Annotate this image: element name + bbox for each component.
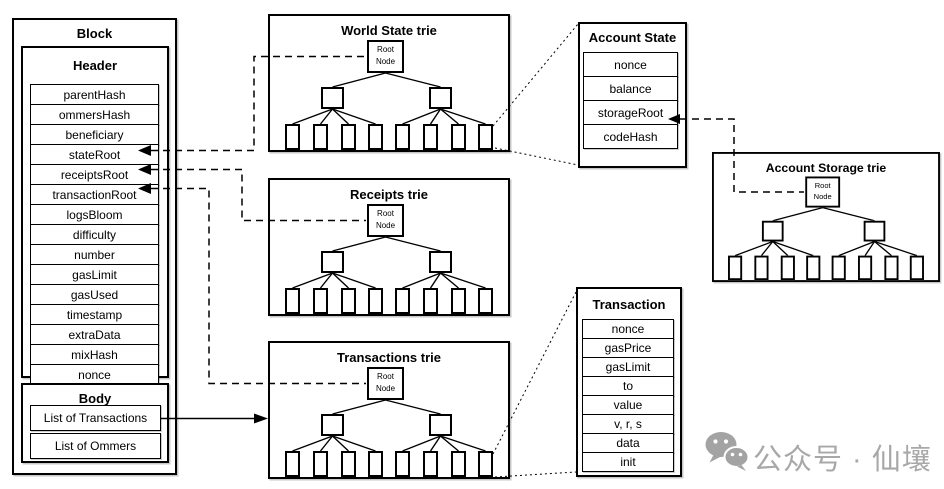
leaf-node	[285, 451, 300, 477]
account-state-field: codeHash	[583, 124, 678, 149]
root-node: Root Node	[367, 40, 404, 73]
body-item-ommers: List of Ommers	[30, 433, 161, 459]
leaf-node	[780, 255, 795, 281]
leaf-node	[423, 288, 438, 314]
account-state-field: balance	[583, 76, 678, 101]
transaction-field: nonce	[582, 319, 674, 339]
account-storage-trie: Account Storage trie Root Node	[712, 152, 940, 282]
leaf-node	[285, 124, 300, 150]
header-field-row: gasLimit	[30, 264, 159, 285]
transaction-field: gasPrice	[582, 338, 674, 358]
transaction-field: gasLimit	[582, 357, 674, 377]
leaf-node	[368, 288, 383, 314]
header-field-row: nonce	[30, 364, 159, 385]
header-field-row: parentHash	[30, 84, 159, 105]
leaf-node	[909, 255, 924, 281]
transaction-field: init	[582, 452, 674, 472]
header-field-row: beneficiary	[30, 124, 159, 145]
root-node: Root Node	[805, 176, 841, 208]
tree-edges	[734, 206, 918, 257]
leaf-node	[313, 124, 328, 150]
account-state-field: nonce	[583, 52, 678, 77]
leaf-node	[478, 288, 493, 314]
header-field-row-transactionroot: transactionRoot	[30, 184, 159, 205]
header-field-row: gasUsed	[30, 284, 159, 305]
world-state-trie: World State trie Root Node	[268, 14, 510, 152]
receipts-trie: Receipts trie Root Node	[268, 178, 510, 316]
leaf-node	[423, 451, 438, 477]
leaf-node	[754, 255, 769, 281]
leaf-node	[341, 451, 356, 477]
branch-node	[321, 251, 344, 273]
tree-edges	[292, 399, 486, 452]
transaction-fields: nonce gasPrice gasLimit to value v, r, s…	[582, 319, 674, 472]
leaf-node	[858, 255, 873, 281]
transaction-field: value	[582, 395, 674, 415]
branch-node	[429, 87, 452, 109]
header-field-row: number	[30, 244, 159, 265]
leaf-node	[368, 124, 383, 150]
branch-node	[321, 87, 344, 109]
leaf-node	[395, 288, 410, 314]
root-node: Root Node	[367, 204, 404, 237]
root-node: Root Node	[367, 367, 404, 400]
wechat-icon	[705, 432, 749, 471]
leaf-node	[395, 451, 410, 477]
leaf-node	[313, 288, 328, 314]
leaf-node	[884, 255, 899, 281]
block-title: Block	[76, 26, 113, 41]
header-title: Header	[72, 58, 118, 73]
list-of-transactions-arrowhead	[254, 413, 268, 424]
leaf-node	[728, 255, 743, 281]
watermark-label: 公众号 · 仙壤	[753, 444, 932, 476]
leaf-node	[285, 288, 300, 314]
leaf-node	[395, 124, 410, 150]
leaf-node	[478, 451, 493, 477]
transactions-trie: Transactions trie Root Node	[268, 341, 510, 479]
header-field-list: parentHash ommersHash beneficiary stateR…	[30, 84, 159, 385]
header-field-row: difficulty	[30, 224, 159, 245]
transaction-field: to	[582, 376, 674, 396]
transaction-field: data	[582, 433, 674, 453]
trie-title: Receipts trie	[349, 187, 429, 202]
leaf-node	[478, 124, 493, 150]
leaf-node	[806, 255, 821, 281]
transaction-title: Transaction	[592, 297, 666, 312]
header-field-row: logsBloom	[30, 204, 159, 225]
leaf-node	[341, 288, 356, 314]
header-field-row-receiptsroot: receiptsRoot	[30, 164, 159, 185]
trie-title: World State trie	[341, 23, 437, 38]
leaf-node	[313, 451, 328, 477]
account-state-title: Account State	[588, 30, 677, 45]
account-state-fields: nonce balance storageRoot codeHash	[583, 52, 678, 149]
header-field-row: mixHash	[30, 344, 159, 365]
transaction-field: v, r, s	[582, 414, 674, 434]
branch-node	[429, 414, 452, 436]
leaf-node	[451, 124, 466, 150]
branch-node	[321, 414, 344, 436]
leaf-node	[368, 451, 383, 477]
trie-title: Account Storage trie	[765, 160, 887, 175]
body-item-transactions: List of Transactions	[30, 405, 161, 431]
leaf-node	[831, 255, 846, 281]
leaf-node	[451, 451, 466, 477]
leaf-node	[451, 288, 466, 314]
header-field-row: ommersHash	[30, 104, 159, 125]
body-title: Body	[78, 391, 112, 406]
header-field-row: extraData	[30, 324, 159, 345]
leaf-node	[341, 124, 356, 150]
header-field-row-stateroot: stateRoot	[30, 144, 159, 165]
branch-node	[863, 220, 886, 242]
branch-node	[429, 251, 452, 273]
header-field-row: timestamp	[30, 304, 159, 325]
branch-node	[761, 220, 784, 242]
account-state-field-storageroot: storageRoot	[583, 100, 678, 125]
leaf-node	[423, 124, 438, 150]
trie-title: Transactions trie	[336, 350, 442, 365]
